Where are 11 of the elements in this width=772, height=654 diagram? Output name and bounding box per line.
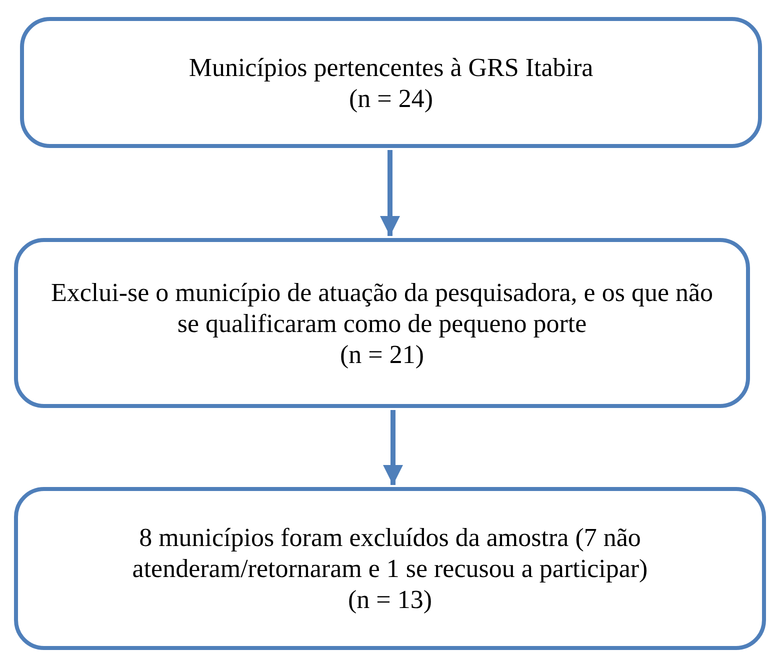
box-text: Municípios pertencentes à GRS Itabira	[188, 52, 594, 82]
arrow	[380, 150, 400, 236]
box-text: (n = 24)	[349, 82, 433, 114]
process-box	[20, 17, 762, 148]
process-box	[14, 238, 750, 408]
box-text: 8 municípios foram excluídos da amostra (7 não atenderam/retornaram e 1 se recusou a participar)	[131, 522, 649, 584]
box-text: (n = 21)	[340, 338, 424, 370]
box-text: (n = 13)	[348, 584, 432, 615]
arrow	[383, 410, 403, 485]
box-text: Exclui-se o município de atuação da pesquisadora, e os que não se qualificaram como de pequeno porte	[50, 276, 714, 338]
process-box	[14, 487, 766, 650]
